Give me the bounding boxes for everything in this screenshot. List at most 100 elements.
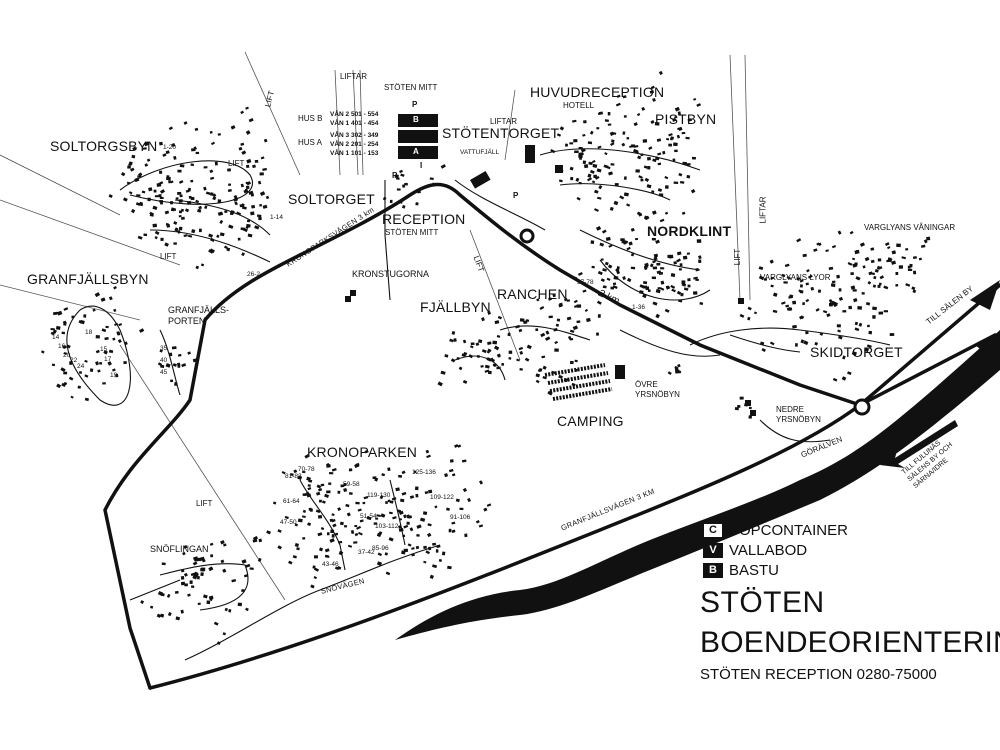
cabin: [378, 531, 383, 535]
cabin: [576, 320, 581, 324]
cabin: [425, 550, 431, 555]
cabin: [693, 276, 698, 280]
cabin: [350, 529, 355, 534]
cabin: [246, 219, 251, 223]
cabin: [162, 153, 167, 158]
cabin: [113, 285, 117, 290]
cabin: [651, 237, 656, 241]
cabin: [302, 493, 307, 496]
cabin: [248, 118, 254, 123]
cabin: [817, 242, 822, 247]
cabin: [508, 357, 512, 360]
cabin: [461, 459, 467, 463]
cabin: [475, 520, 480, 524]
cabin: [497, 315, 502, 320]
cabin: [146, 158, 151, 162]
cabin: [245, 225, 249, 229]
cabin: [183, 544, 188, 549]
cabin: [363, 495, 369, 500]
cabin: [507, 332, 511, 337]
num-label: 24: [77, 363, 85, 370]
cabin: [652, 97, 656, 102]
cabin: [605, 236, 611, 242]
cabin: [217, 133, 221, 136]
cabin: [612, 285, 618, 289]
cabin: [164, 210, 170, 215]
cabin: [639, 290, 644, 295]
title-boendeorientering: BOENDEORIENTERING: [700, 626, 1000, 659]
cabin: [595, 332, 600, 336]
num-label: 22: [70, 357, 78, 364]
cabin: [438, 558, 443, 563]
cabin: [670, 273, 676, 278]
cabin: [170, 379, 174, 383]
cabin: [147, 197, 151, 202]
cabin: [50, 328, 55, 331]
cabin: [130, 208, 136, 214]
area-fjallbyn: FJÄLLBYN: [420, 299, 491, 315]
cabin: [864, 347, 869, 353]
cabin: [643, 165, 648, 169]
cabin: [313, 555, 318, 559]
cabin: [883, 285, 889, 290]
cabin: [384, 552, 388, 556]
cabin: [224, 210, 228, 214]
cabin: [558, 179, 563, 183]
cabin: [518, 328, 523, 333]
liftar-label-1: LIFTAR: [340, 72, 367, 81]
cabin: [388, 537, 394, 542]
cabin: [841, 376, 847, 381]
cabin: [331, 534, 335, 538]
cabin: [222, 632, 226, 636]
cabin: [633, 122, 638, 127]
cabin: [159, 170, 163, 174]
hus-a-row-1: VÅN 3 302 - 349: [330, 132, 379, 139]
cabin: [326, 490, 331, 494]
cabin: [222, 543, 227, 547]
cabin: [344, 525, 348, 528]
cabin: [179, 164, 185, 168]
cabin: [212, 193, 217, 198]
cabin: [353, 541, 358, 544]
cabin: [569, 166, 574, 171]
cabin: [63, 352, 68, 355]
cabin: [550, 149, 556, 154]
cabin: [870, 247, 875, 251]
cabin: [836, 324, 841, 328]
cabin: [651, 190, 655, 194]
cabin: [636, 113, 641, 117]
cabin: [830, 283, 836, 288]
legend-label: BASTU: [729, 562, 780, 579]
num-label: 15: [100, 346, 108, 353]
cabin: [95, 335, 100, 339]
cabin: [331, 467, 337, 472]
cabin: [905, 247, 909, 251]
cabin: [71, 315, 75, 319]
cabin: [671, 288, 676, 293]
cabin: [687, 284, 691, 288]
cabin: [763, 278, 768, 281]
cabin: [237, 602, 243, 607]
cabin: [657, 162, 662, 166]
cabin: [681, 282, 687, 287]
cabin: [649, 263, 654, 268]
cabin: [920, 244, 926, 248]
cabin-clusters: [40, 70, 931, 645]
cabin: [190, 179, 194, 183]
area-ranchen: RANCHEN: [497, 286, 568, 302]
cabin: [654, 122, 660, 126]
cabin: [209, 597, 214, 602]
cabin: [907, 268, 913, 271]
cabin: [249, 567, 254, 570]
cabin: [77, 385, 81, 389]
cabin: [113, 308, 117, 312]
cabin: [912, 256, 917, 260]
cabin: [92, 308, 96, 312]
cabin: [698, 259, 702, 263]
cabin: [453, 338, 457, 342]
cabin: [463, 351, 468, 356]
cabin: [480, 364, 484, 368]
cabin: [173, 242, 177, 245]
cabin: [57, 310, 63, 316]
cabin: [200, 568, 205, 572]
